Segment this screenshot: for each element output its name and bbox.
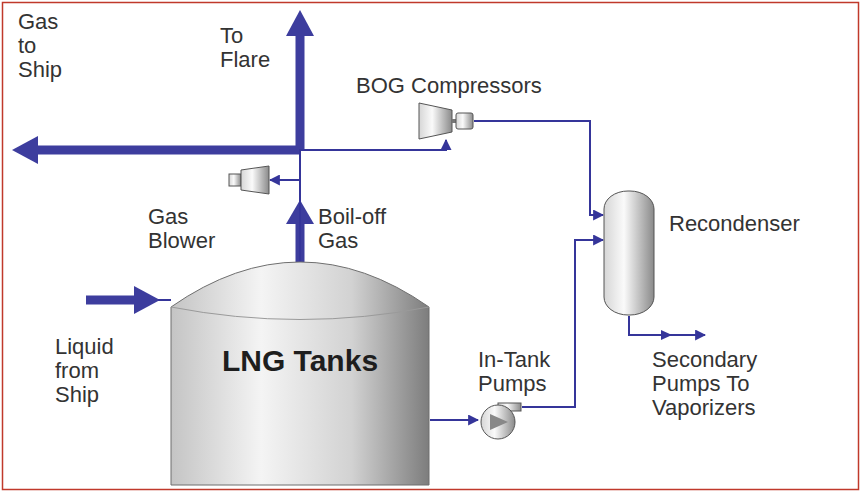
arrow-head bbox=[286, 10, 314, 36]
stream-label: Liquid from Ship bbox=[55, 335, 125, 408]
pipe-connector bbox=[270, 180, 300, 262]
gas-to-ship-arrow bbox=[12, 136, 300, 164]
storage-tank: LNG Tanks bbox=[170, 262, 430, 486]
pump-casing bbox=[481, 405, 515, 439]
arrow-shaft bbox=[86, 296, 136, 305]
pump-symbol: In-Tank Pumps bbox=[478, 400, 522, 440]
frame bbox=[3, 3, 859, 490]
liquid-inlet-arrow bbox=[86, 286, 171, 314]
stream-label: To Flare bbox=[220, 24, 280, 72]
arrow-shaft bbox=[296, 34, 305, 150]
pipe-connector bbox=[300, 140, 446, 262]
compressor-body bbox=[419, 103, 452, 139]
motor bbox=[229, 174, 241, 186]
gas-blower: Gas Blower bbox=[228, 165, 270, 195]
flow-arrow bbox=[661, 330, 672, 340]
equipment-label: In-Tank Pumps bbox=[478, 348, 560, 396]
pipe-connector bbox=[430, 419, 478, 421]
arrow-head bbox=[12, 136, 38, 164]
symbol-outline bbox=[418, 102, 474, 140]
symbol-outline bbox=[228, 165, 270, 195]
motor bbox=[456, 113, 473, 129]
shaft bbox=[452, 119, 456, 123]
equipment-label: Gas Blower bbox=[148, 205, 220, 253]
stream-label: Secondary Pumps To Vaporizers bbox=[652, 348, 807, 421]
equipment-label: BOG Compressors bbox=[356, 74, 542, 98]
outlet-pipe bbox=[629, 316, 705, 335]
recondenser-vessel: Recondenser bbox=[603, 190, 655, 316]
compressor-symbol: BOG Compressors bbox=[418, 102, 474, 140]
arrow-head bbox=[134, 286, 160, 314]
tank-rim bbox=[171, 307, 429, 320]
vessel-body bbox=[604, 191, 654, 315]
equipment-label: Recondenser bbox=[669, 212, 800, 236]
symbol-outline bbox=[478, 400, 522, 440]
stream-label: Boil-off Gas bbox=[318, 205, 428, 253]
pipe-connector bbox=[474, 121, 603, 215]
blower-body bbox=[241, 166, 269, 194]
tank-label: LNG Tanks bbox=[170, 344, 430, 377]
inlet-pipe bbox=[158, 299, 171, 301]
symbol-outline bbox=[603, 190, 655, 316]
tank-body bbox=[171, 262, 429, 485]
flare-arrow bbox=[286, 10, 314, 150]
arrow-shaft bbox=[36, 146, 300, 155]
stream-label: Gas to Ship bbox=[18, 10, 70, 83]
impeller bbox=[490, 414, 508, 430]
secondary-outlet bbox=[629, 316, 705, 340]
